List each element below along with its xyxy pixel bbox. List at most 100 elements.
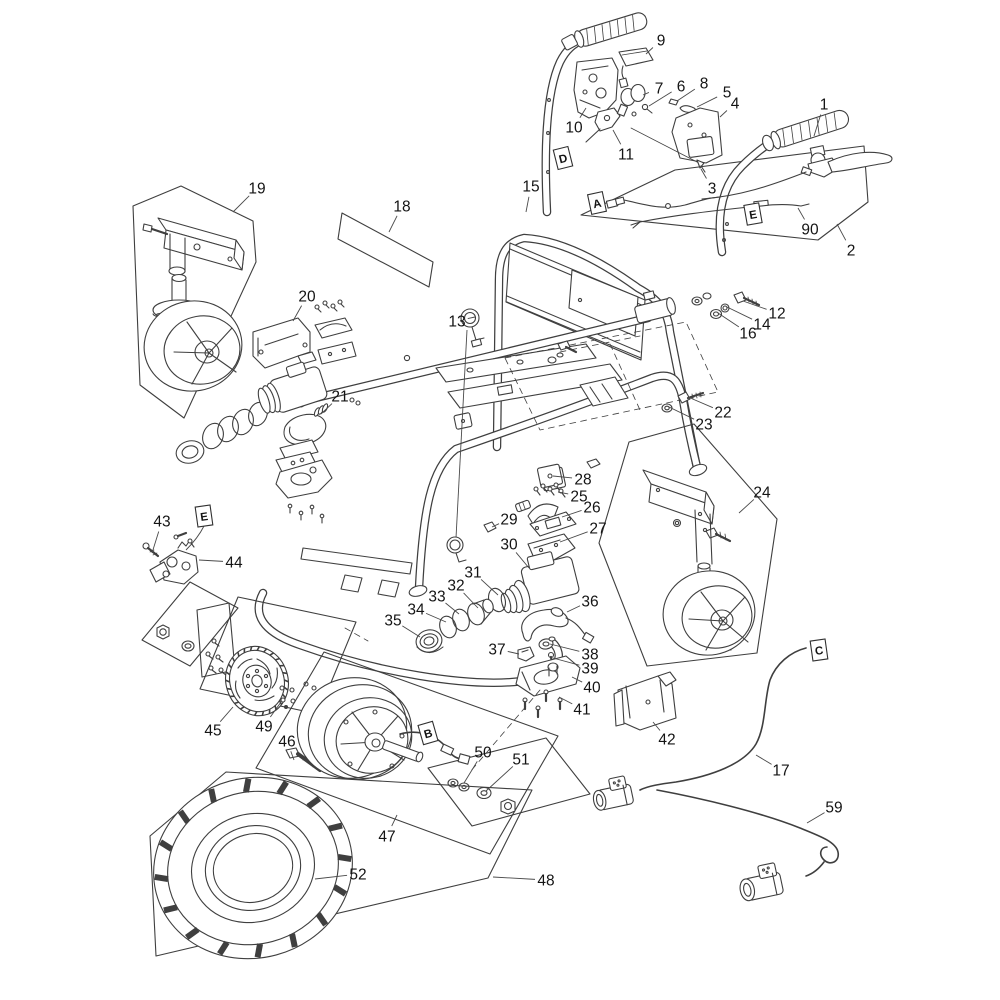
callout-90: 90: [797, 207, 819, 239]
clamp-rings-7: [616, 83, 646, 117]
screws-49: [279, 681, 317, 709]
callout-14: 14: [726, 306, 771, 334]
bracket-20: [252, 299, 357, 369]
callout-label: 11: [618, 147, 634, 164]
caster-wheel-right: [662, 562, 756, 656]
screw-43: [142, 542, 160, 558]
callout-48: 48: [492, 873, 555, 890]
callout-label: 36: [581, 594, 598, 611]
callout-label: 2: [847, 243, 856, 260]
callout-label: 48: [537, 873, 554, 890]
callout-label: 15: [522, 179, 539, 196]
callout-36: 36: [566, 594, 599, 613]
callout-11: 11: [612, 129, 634, 164]
callout-label: 90: [801, 222, 819, 239]
callout-52: 52: [314, 867, 367, 884]
clamp-21: [283, 397, 361, 446]
callout-9: 9: [645, 33, 666, 55]
hubcap-35: [415, 629, 444, 654]
callout-24: 24: [738, 485, 771, 514]
section-marker-A: A: [586, 191, 608, 215]
callout-label: 32: [447, 578, 464, 595]
callout-46: 46: [278, 734, 296, 761]
callout-label: 42: [658, 732, 675, 749]
callout-label: 14: [753, 317, 771, 334]
callout-label: 45: [204, 723, 221, 740]
section-marker-E: E: [194, 504, 214, 528]
callout-47: 47: [378, 814, 398, 846]
callout-label: 29: [500, 512, 517, 529]
callout-label: 21: [331, 389, 348, 406]
callout-2: 2: [836, 223, 856, 260]
callout-label: 49: [255, 719, 272, 736]
callout-label: 24: [753, 485, 771, 502]
caster-assembly-right-24: [598, 423, 778, 667]
clamp-26: [527, 503, 577, 537]
clip-29: [483, 521, 497, 533]
small-screws: [205, 638, 227, 676]
callout-label: 44: [225, 555, 243, 572]
rotor-hardware-boxes: [141, 581, 357, 772]
callout-label: 37: [488, 642, 505, 659]
tire-tread: [154, 778, 352, 958]
callout-19: 19: [232, 181, 266, 213]
callout-label: 26: [583, 500, 600, 517]
callout-23: 23: [668, 406, 713, 434]
callout-label: 50: [474, 745, 492, 762]
callout-32: 32: [447, 578, 479, 609]
clip-8: [668, 98, 679, 106]
connector-1: [592, 775, 634, 811]
section-marker-label: D: [558, 153, 569, 167]
tray-40: [515, 655, 581, 697]
callout-label: 23: [695, 417, 712, 434]
tire-52: [153, 776, 353, 960]
callout-33: 33: [428, 589, 460, 615]
callout-label: 3: [708, 181, 717, 198]
screw-6: [641, 103, 653, 114]
drive-assembly-center: [415, 458, 601, 719]
callout-20: 20: [292, 289, 316, 322]
callout-38: 38: [549, 643, 599, 664]
callout-label: 7: [655, 81, 664, 98]
callout-label: 8: [700, 76, 709, 93]
callout-29: 29: [491, 512, 518, 529]
control-housing-10: [573, 57, 619, 119]
callout-label: 1: [820, 97, 829, 114]
callout-1: 1: [813, 97, 829, 137]
section-marker-label: A: [592, 198, 603, 211]
grommet-38: [538, 636, 556, 650]
callout-label: 6: [677, 79, 686, 96]
callout-label: 52: [349, 867, 366, 884]
caster-arm-right: [642, 469, 732, 565]
callout-label: 18: [393, 199, 410, 216]
cables-and-connectors: [592, 647, 840, 902]
callout-label: 43: [153, 514, 170, 531]
rotor-serration: [225, 646, 289, 716]
callout-label: 28: [574, 472, 591, 489]
callout-label: 25: [570, 489, 587, 506]
cable-59: [656, 789, 840, 864]
callout-label: 9: [657, 33, 666, 50]
oring-33: [452, 608, 470, 632]
callout-18: 18: [388, 199, 411, 233]
decal-18: [337, 212, 434, 288]
caster-arm-left: [142, 217, 245, 276]
callout-label: 12: [768, 306, 785, 323]
oring-34: [439, 615, 457, 639]
section-marker-C: C: [809, 638, 829, 662]
callout-label: 16: [739, 326, 756, 343]
callout-10: 10: [565, 107, 587, 137]
hub-motor-box-47: [255, 627, 591, 855]
section-marker-label: B: [423, 728, 434, 742]
caster-assembly-left-19: [132, 185, 257, 419]
callout-45: 45: [204, 706, 234, 740]
connector-2: [739, 862, 784, 902]
callout-label: 5: [723, 85, 732, 102]
callout-50: 50: [463, 745, 492, 784]
ferrite: [515, 499, 531, 513]
brake-lever: [701, 145, 893, 200]
